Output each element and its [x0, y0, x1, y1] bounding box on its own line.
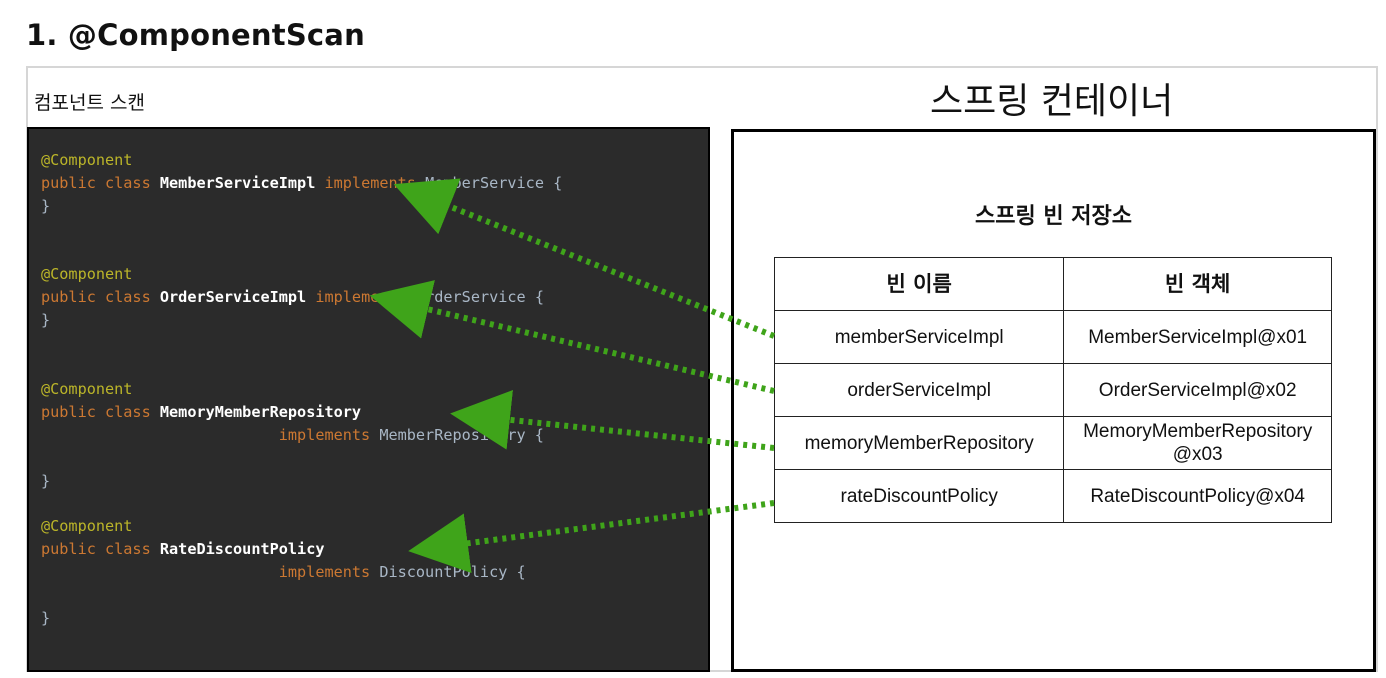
component-annotation: @Component: [41, 380, 133, 398]
bean-object-cell: RateDiscountPolicy@x04: [1063, 469, 1332, 523]
component-annotation: @Component: [41, 151, 133, 169]
table-row: memberServiceImpl MemberServiceImpl@x01: [773, 310, 1332, 364]
bean-name-cell: memberServiceImpl: [773, 310, 1065, 364]
keyword: public class: [41, 288, 151, 306]
bean-object-cell: MemberServiceImpl@x01: [1063, 310, 1332, 364]
closing-brace: }: [41, 311, 51, 329]
table-row: memoryMemberRepository MemoryMemberRepos…: [773, 416, 1332, 470]
bean-name-cell: rateDiscountPolicy: [773, 469, 1065, 523]
interface-name: MemberService {: [425, 174, 563, 192]
closing-brace: }: [41, 472, 51, 490]
bean-store-title: 스프링 빈 저장소: [975, 204, 1132, 229]
keyword: public class: [41, 174, 151, 192]
table-row: orderServiceImpl OrderServiceImpl@x02: [773, 363, 1332, 417]
table-row: rateDiscountPolicy RateDiscountPolicy@x0…: [773, 469, 1332, 523]
interface-name: DiscountPolicy {: [379, 563, 526, 581]
implements-keyword: implements: [315, 288, 407, 306]
header-bean-name: 빈 이름: [773, 257, 1065, 311]
code-panel: @Component public class MemberServiceImp…: [27, 127, 710, 672]
closing-brace: }: [41, 197, 51, 215]
header-bean-object: 빈 객체: [1063, 257, 1332, 311]
keyword: public class: [41, 540, 151, 558]
interface-name: MemberRepository {: [379, 426, 544, 444]
bean-object-cell: OrderServiceImpl@x02: [1063, 363, 1332, 417]
component-annotation: @Component: [41, 517, 133, 535]
bean-name-cell: orderServiceImpl: [773, 363, 1065, 417]
bean-object-cell: MemoryMemberRepository @x03: [1063, 416, 1332, 470]
class-name: MemberServiceImpl: [159, 174, 316, 192]
closing-brace: }: [41, 609, 51, 627]
interface-name: OrderService {: [415, 288, 544, 306]
bean-name-cell: memoryMemberRepository: [773, 416, 1065, 470]
keyword: public class: [41, 403, 151, 421]
code-block-memory-member-repository: @Component public class MemoryMemberRepo…: [41, 378, 544, 493]
class-name: MemoryMemberRepository: [159, 403, 362, 421]
component-annotation: @Component: [41, 265, 133, 283]
implements-keyword: implements: [278, 426, 371, 444]
code-block-member-service: @Component public class MemberServiceImp…: [41, 149, 562, 218]
table-header-row: 빈 이름 빈 객체: [773, 257, 1332, 311]
class-name: RateDiscountPolicy: [159, 540, 325, 558]
component-scan-label: 컴포넌트 스캔: [34, 92, 145, 114]
implements-keyword: implements: [278, 563, 371, 581]
code-block-rate-discount-policy: @Component public class RateDiscountPoli…: [41, 515, 526, 630]
spring-container-title: 스프링 컨테이너: [930, 81, 1174, 122]
page-title: 1. @ComponentScan: [26, 18, 365, 52]
code-block-order-service: @Component public class OrderServiceImpl…: [41, 263, 544, 332]
bean-table: 빈 이름 빈 객체 memberServiceImpl MemberServic…: [773, 257, 1332, 523]
implements-keyword: implements: [324, 174, 416, 192]
class-name: OrderServiceImpl: [159, 288, 307, 306]
